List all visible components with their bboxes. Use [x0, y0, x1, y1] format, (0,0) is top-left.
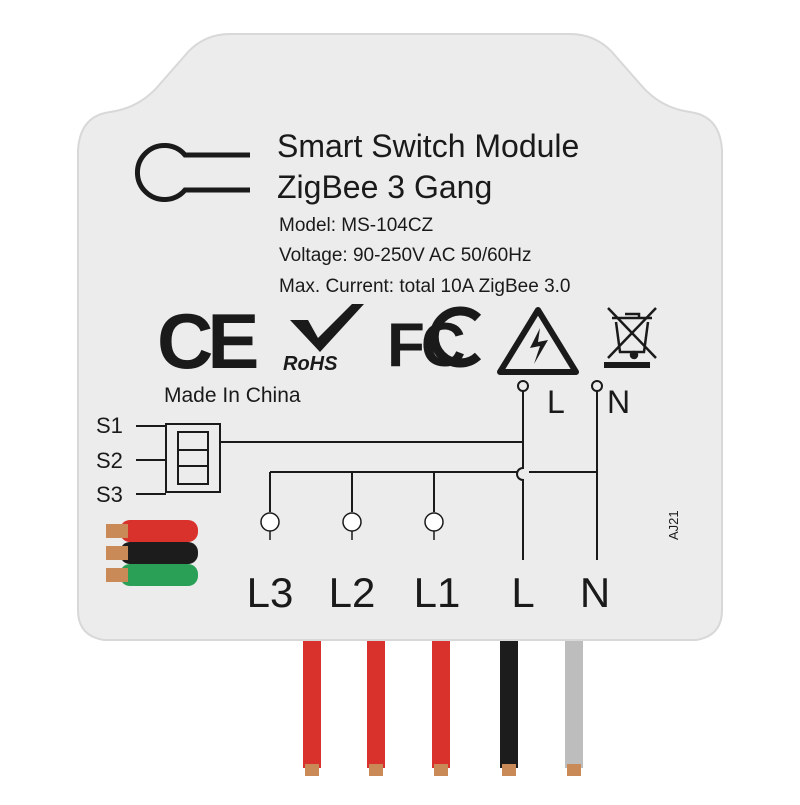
wire-l1 — [432, 630, 450, 776]
output-label: L — [511, 569, 534, 616]
origin-label: Made In China — [164, 384, 301, 407]
input-terminal-n: N — [607, 384, 630, 420]
module-body — [77, 33, 723, 641]
lamp-icon — [342, 512, 362, 540]
rohs-check-icon: RoHS — [283, 304, 364, 375]
model-number: Model: MS-104CZ — [279, 215, 434, 236]
product-subtitle: ZigBee 3 Gang — [277, 169, 492, 205]
switch-input-label: S3 — [96, 482, 123, 507]
input-terminal-l: L — [547, 384, 565, 420]
wire-n — [565, 630, 583, 776]
fcc-letters: FC — [387, 311, 465, 380]
fcc-logo-icon: FC — [387, 306, 482, 380]
batch-code: AJ21 — [666, 510, 681, 540]
current-rating: Max. Current: total 10A ZigBee 3.0 — [279, 276, 571, 297]
high-voltage-warning-icon — [497, 307, 579, 375]
switch-input-label: S2 — [96, 448, 123, 473]
weee-crossed-bin-icon — [604, 307, 657, 368]
wire-l3 — [303, 630, 321, 776]
voltage-rating: Voltage: 90-250V AC 50/60Hz — [279, 245, 531, 266]
product-title: Smart Switch Module — [277, 128, 579, 164]
wiring-diagram — [136, 391, 598, 560]
output-label: L3 — [247, 569, 294, 616]
ce-mark-icon: CE — [157, 297, 256, 385]
output-label: N — [580, 569, 610, 616]
wire-l — [500, 630, 518, 776]
mount-hole-icon — [135, 143, 250, 202]
switch-input-label: S1 — [96, 413, 123, 438]
side-wire-bundle — [106, 520, 198, 586]
lamp-icon — [424, 512, 444, 540]
rohs-label: RoHS — [283, 353, 338, 375]
output-label: L1 — [414, 569, 461, 616]
wire-l2 — [367, 630, 385, 776]
lamp-icon — [260, 512, 280, 540]
output-label: L2 — [329, 569, 376, 616]
bottom-wires — [303, 630, 583, 776]
